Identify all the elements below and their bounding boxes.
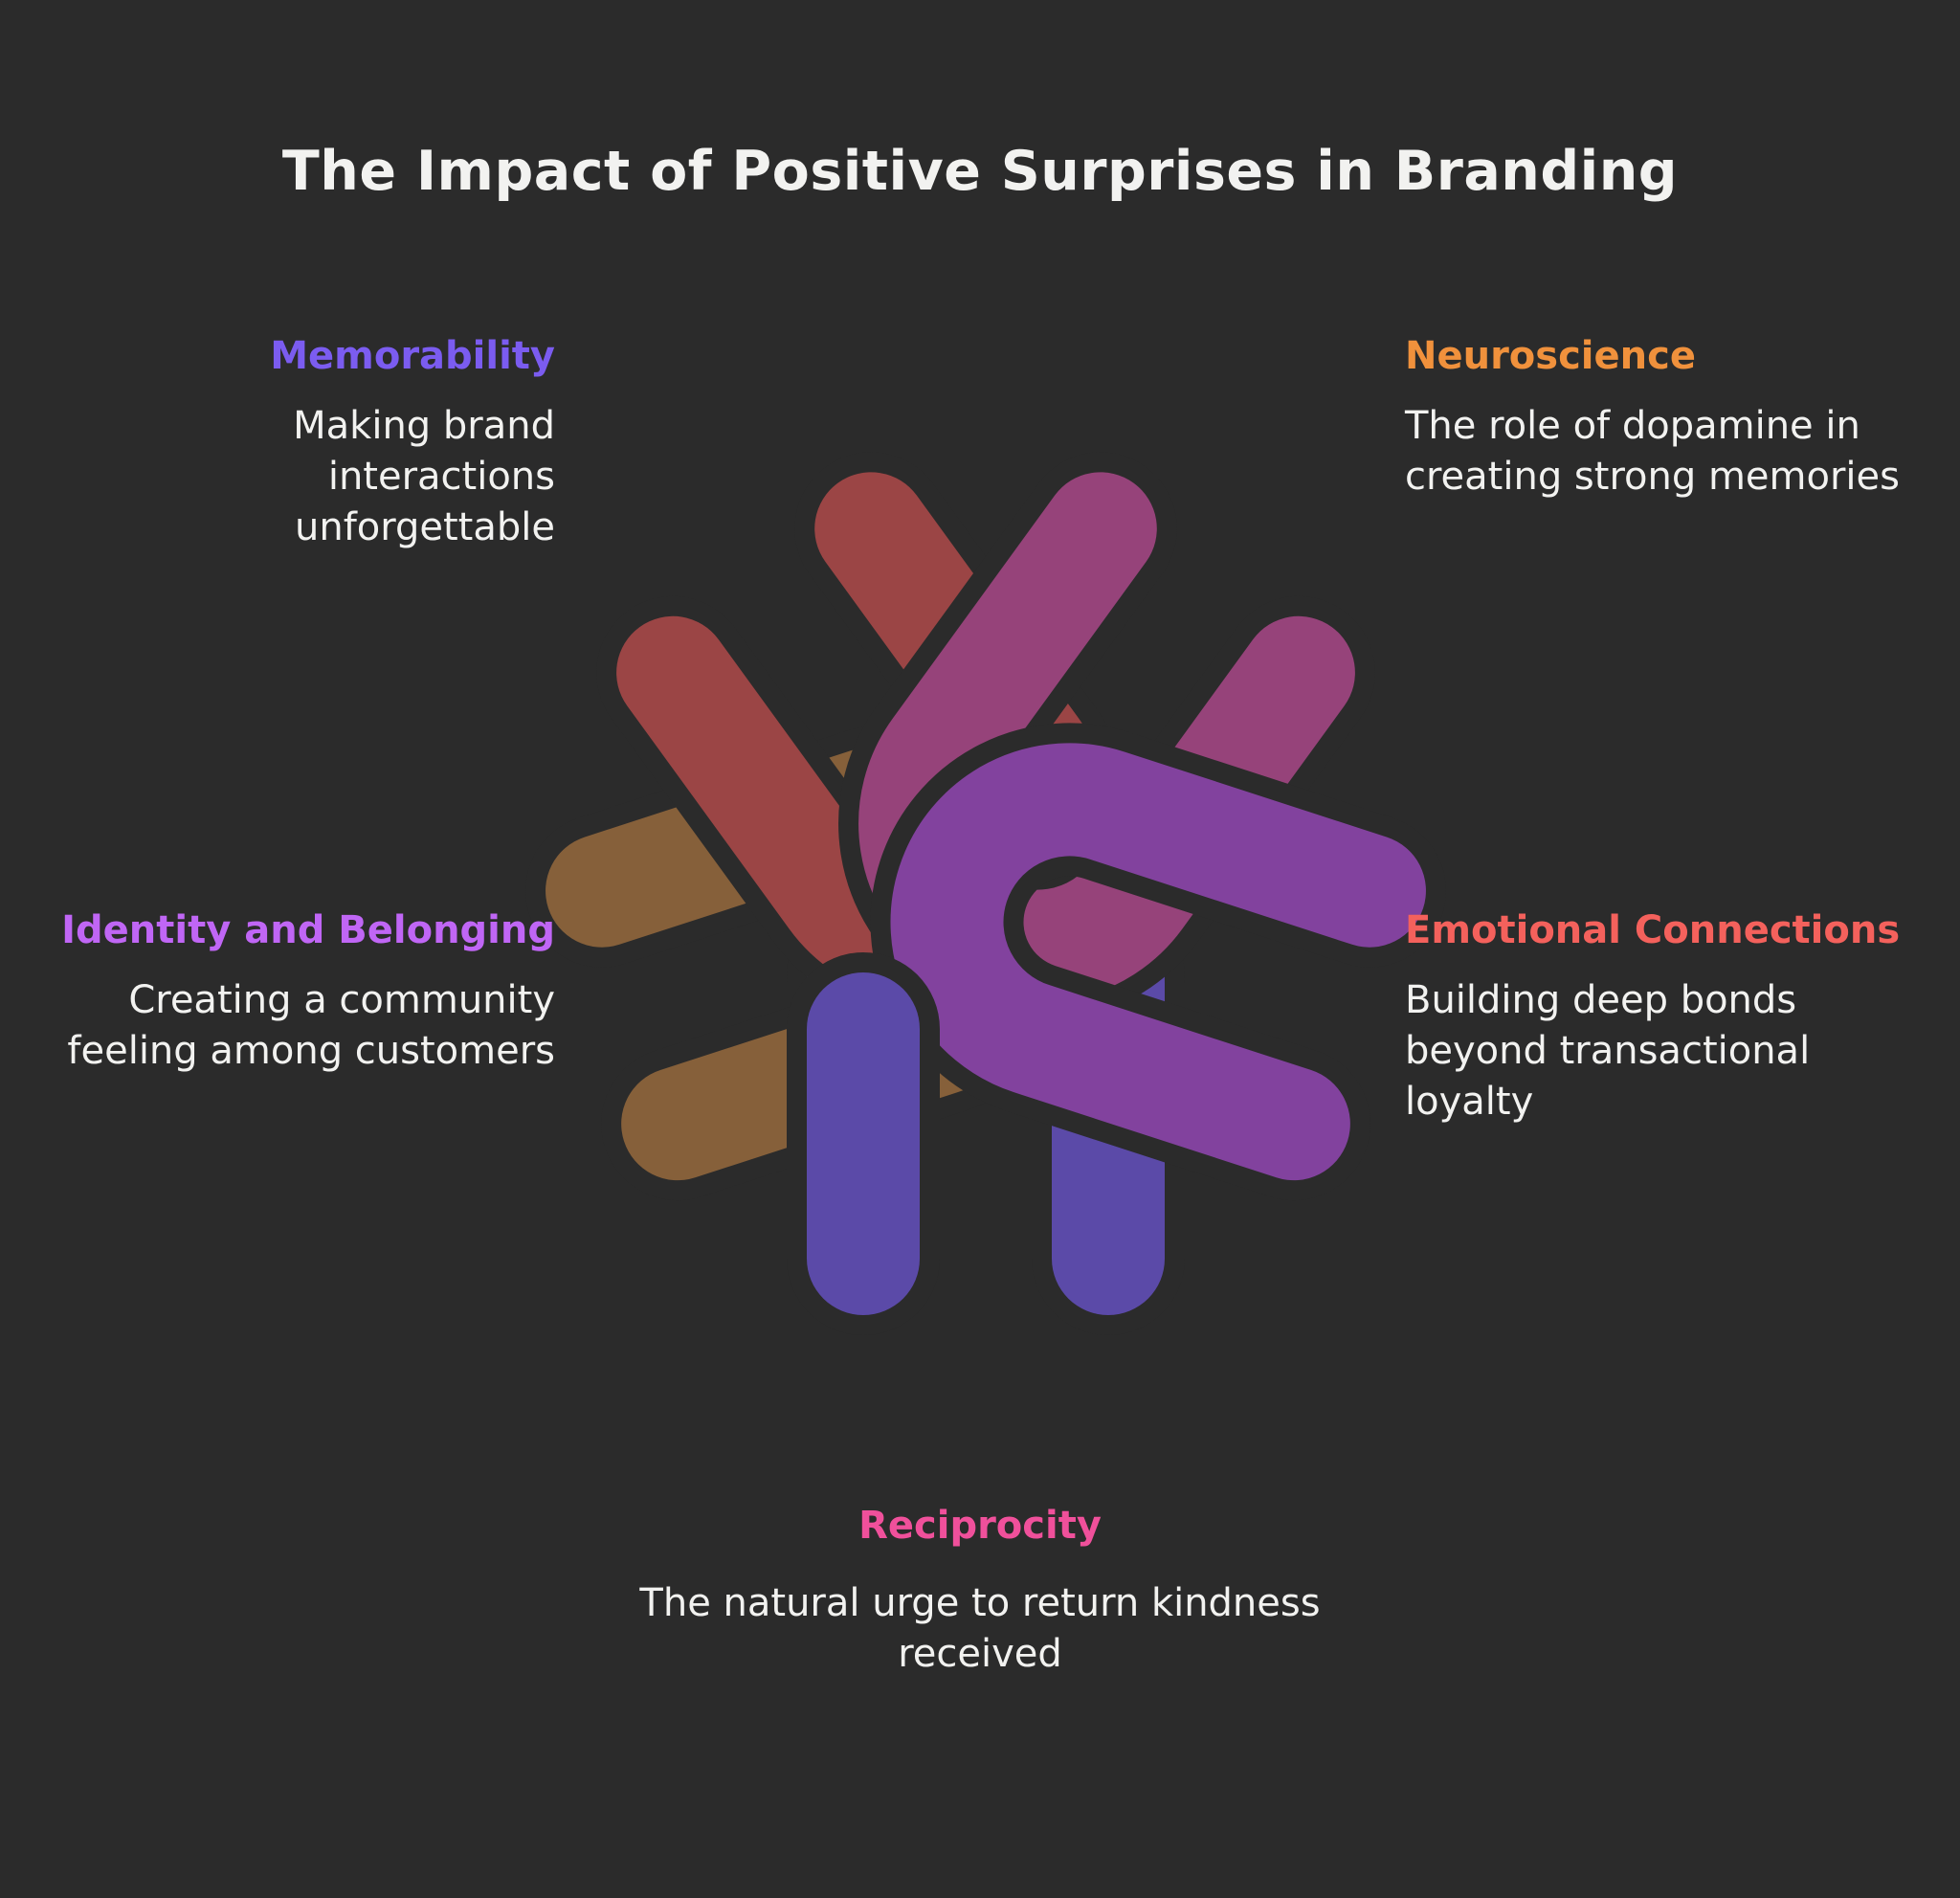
node-emotional-connections-heading: Emotional Connections <box>1405 908 1901 952</box>
node-reciprocity-body: The natural urge to return kindness rece… <box>639 1580 1321 1676</box>
node-emotional-connections-body: Building deep bonds beyond transactional… <box>1405 977 1811 1125</box>
node-memorability: Memorability Making brand interactions u… <box>57 333 555 553</box>
node-emotional-connections: Emotional Connections Building deep bond… <box>1405 907 1941 1128</box>
node-identity-and-belonging: Identity and Belonging Creating a commun… <box>19 907 555 1077</box>
node-memorability-body: Making brand interactions unforgettable <box>293 403 555 550</box>
knot-link-identity-and-belonging <box>870 723 1446 1201</box>
node-neuroscience-heading: Neuroscience <box>1405 334 1696 378</box>
node-identity-and-belonging-heading: Identity and Belonging <box>61 908 555 952</box>
node-reciprocity: Reciprocity The natural urge to return k… <box>559 1503 1401 1680</box>
node-neuroscience-body: The role of dopamine in creating strong … <box>1405 403 1900 499</box>
five-fold-knot-diagram <box>525 452 1446 1335</box>
page-title: The Impact of Positive Surprises in Bran… <box>281 140 1679 204</box>
node-memorability-heading: Memorability <box>270 334 555 378</box>
node-neuroscience: Neuroscience The role of dopamine in cre… <box>1405 333 1903 502</box>
node-reciprocity-heading: Reciprocity <box>858 1504 1102 1548</box>
node-identity-and-belonging-body: Creating a community feeling among custo… <box>67 977 555 1073</box>
